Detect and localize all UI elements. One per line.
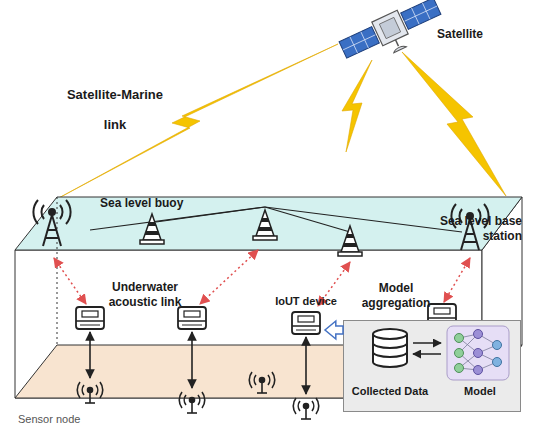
base-station-label: Sea level base station (425, 214, 522, 244)
buoy-label: Sea level buoy (100, 196, 183, 211)
satellite-link-bolts (55, 44, 506, 200)
buoy-icon (338, 226, 362, 256)
model-panel: Collected Data Model (343, 320, 521, 412)
sensor-icon (249, 372, 275, 393)
device-icon (292, 312, 320, 334)
data-label: Collected Data (344, 384, 436, 398)
buoy-icon (253, 210, 277, 240)
satellite-label: Satellite (437, 27, 483, 42)
sensor-label: Sensor node (18, 412, 80, 426)
sensor-icon (293, 398, 319, 419)
link-label: Underwater acoustic link (101, 280, 189, 310)
buoy-icon (140, 214, 164, 244)
link-label: Satellite-Marine link (56, 80, 174, 140)
device-node: IoUT device (287, 294, 325, 340)
surface-links (90, 207, 462, 232)
sensor-icon (77, 382, 103, 403)
process-label: Model aggregation (355, 281, 437, 311)
device-icon (76, 307, 104, 329)
sensor-links (90, 332, 306, 394)
sensor-icon (179, 392, 205, 413)
aggregation-arrow (325, 321, 343, 339)
base-station-icon (33, 200, 70, 246)
model-label: Model (444, 384, 516, 398)
device-label: IoUT device (273, 294, 339, 308)
device-icon (178, 307, 206, 329)
satellite-icon (337, 0, 447, 72)
